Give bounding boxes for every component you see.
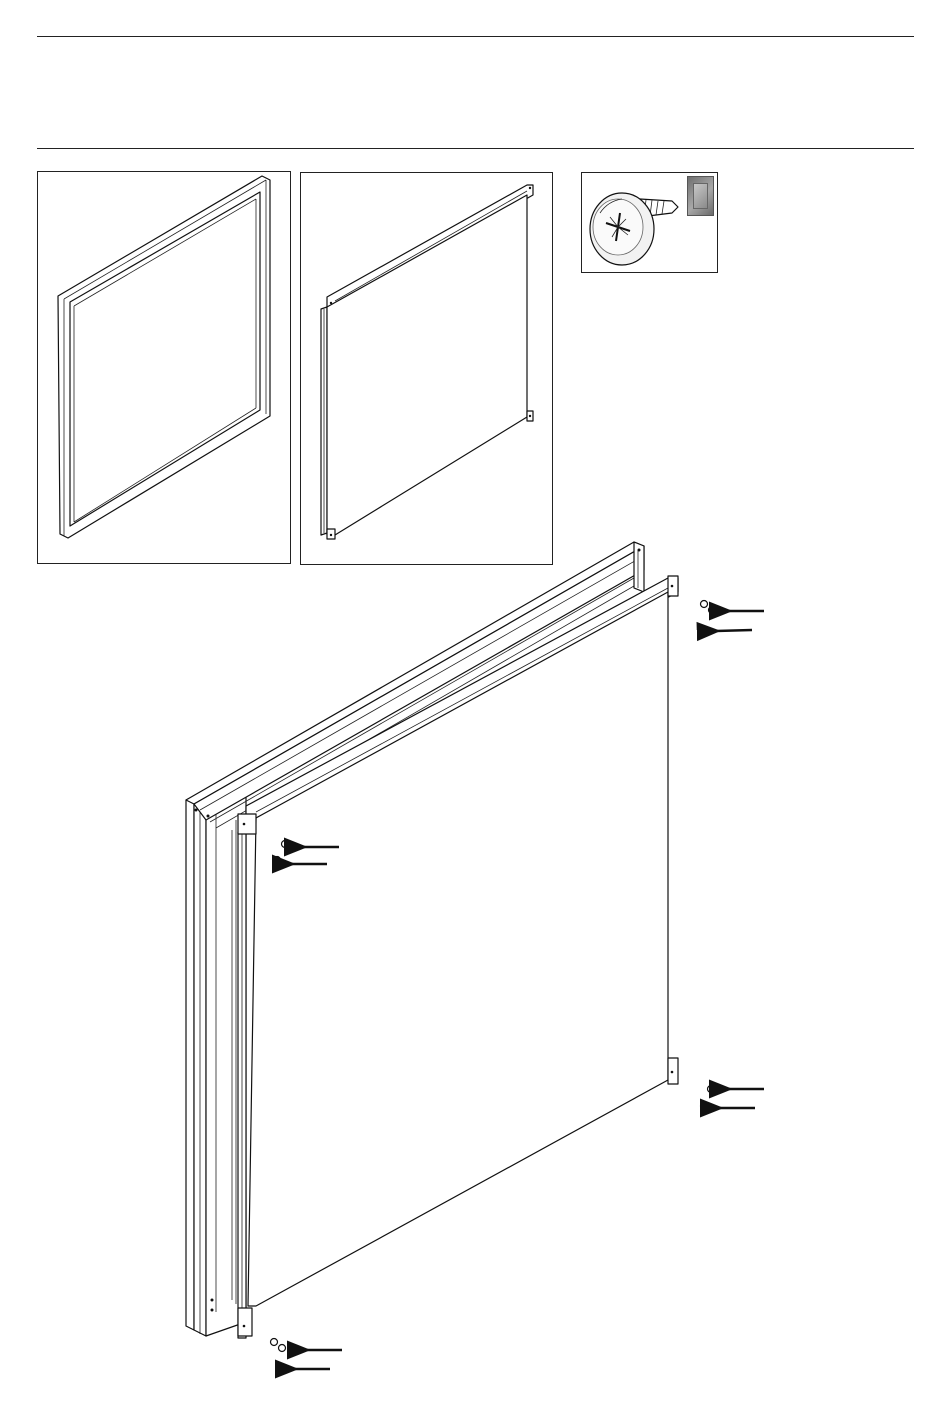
part-screw-box	[581, 172, 718, 273]
part-panel-box	[300, 172, 553, 565]
header-rule-bottom	[37, 148, 914, 149]
screw-group-top-right	[701, 601, 765, 632]
part-frame-box	[37, 171, 291, 564]
assembly-diagram	[0, 530, 950, 1412]
door-frame-icon	[38, 172, 292, 565]
door-panel-icon	[301, 173, 554, 566]
header-rule-top	[37, 36, 914, 37]
screw-group-bottom-left	[271, 1339, 343, 1370]
assembly-diagram-icon	[0, 530, 950, 1412]
screw-group-bottom-right	[701, 1086, 765, 1110]
gray-swatch-icon	[687, 176, 714, 216]
